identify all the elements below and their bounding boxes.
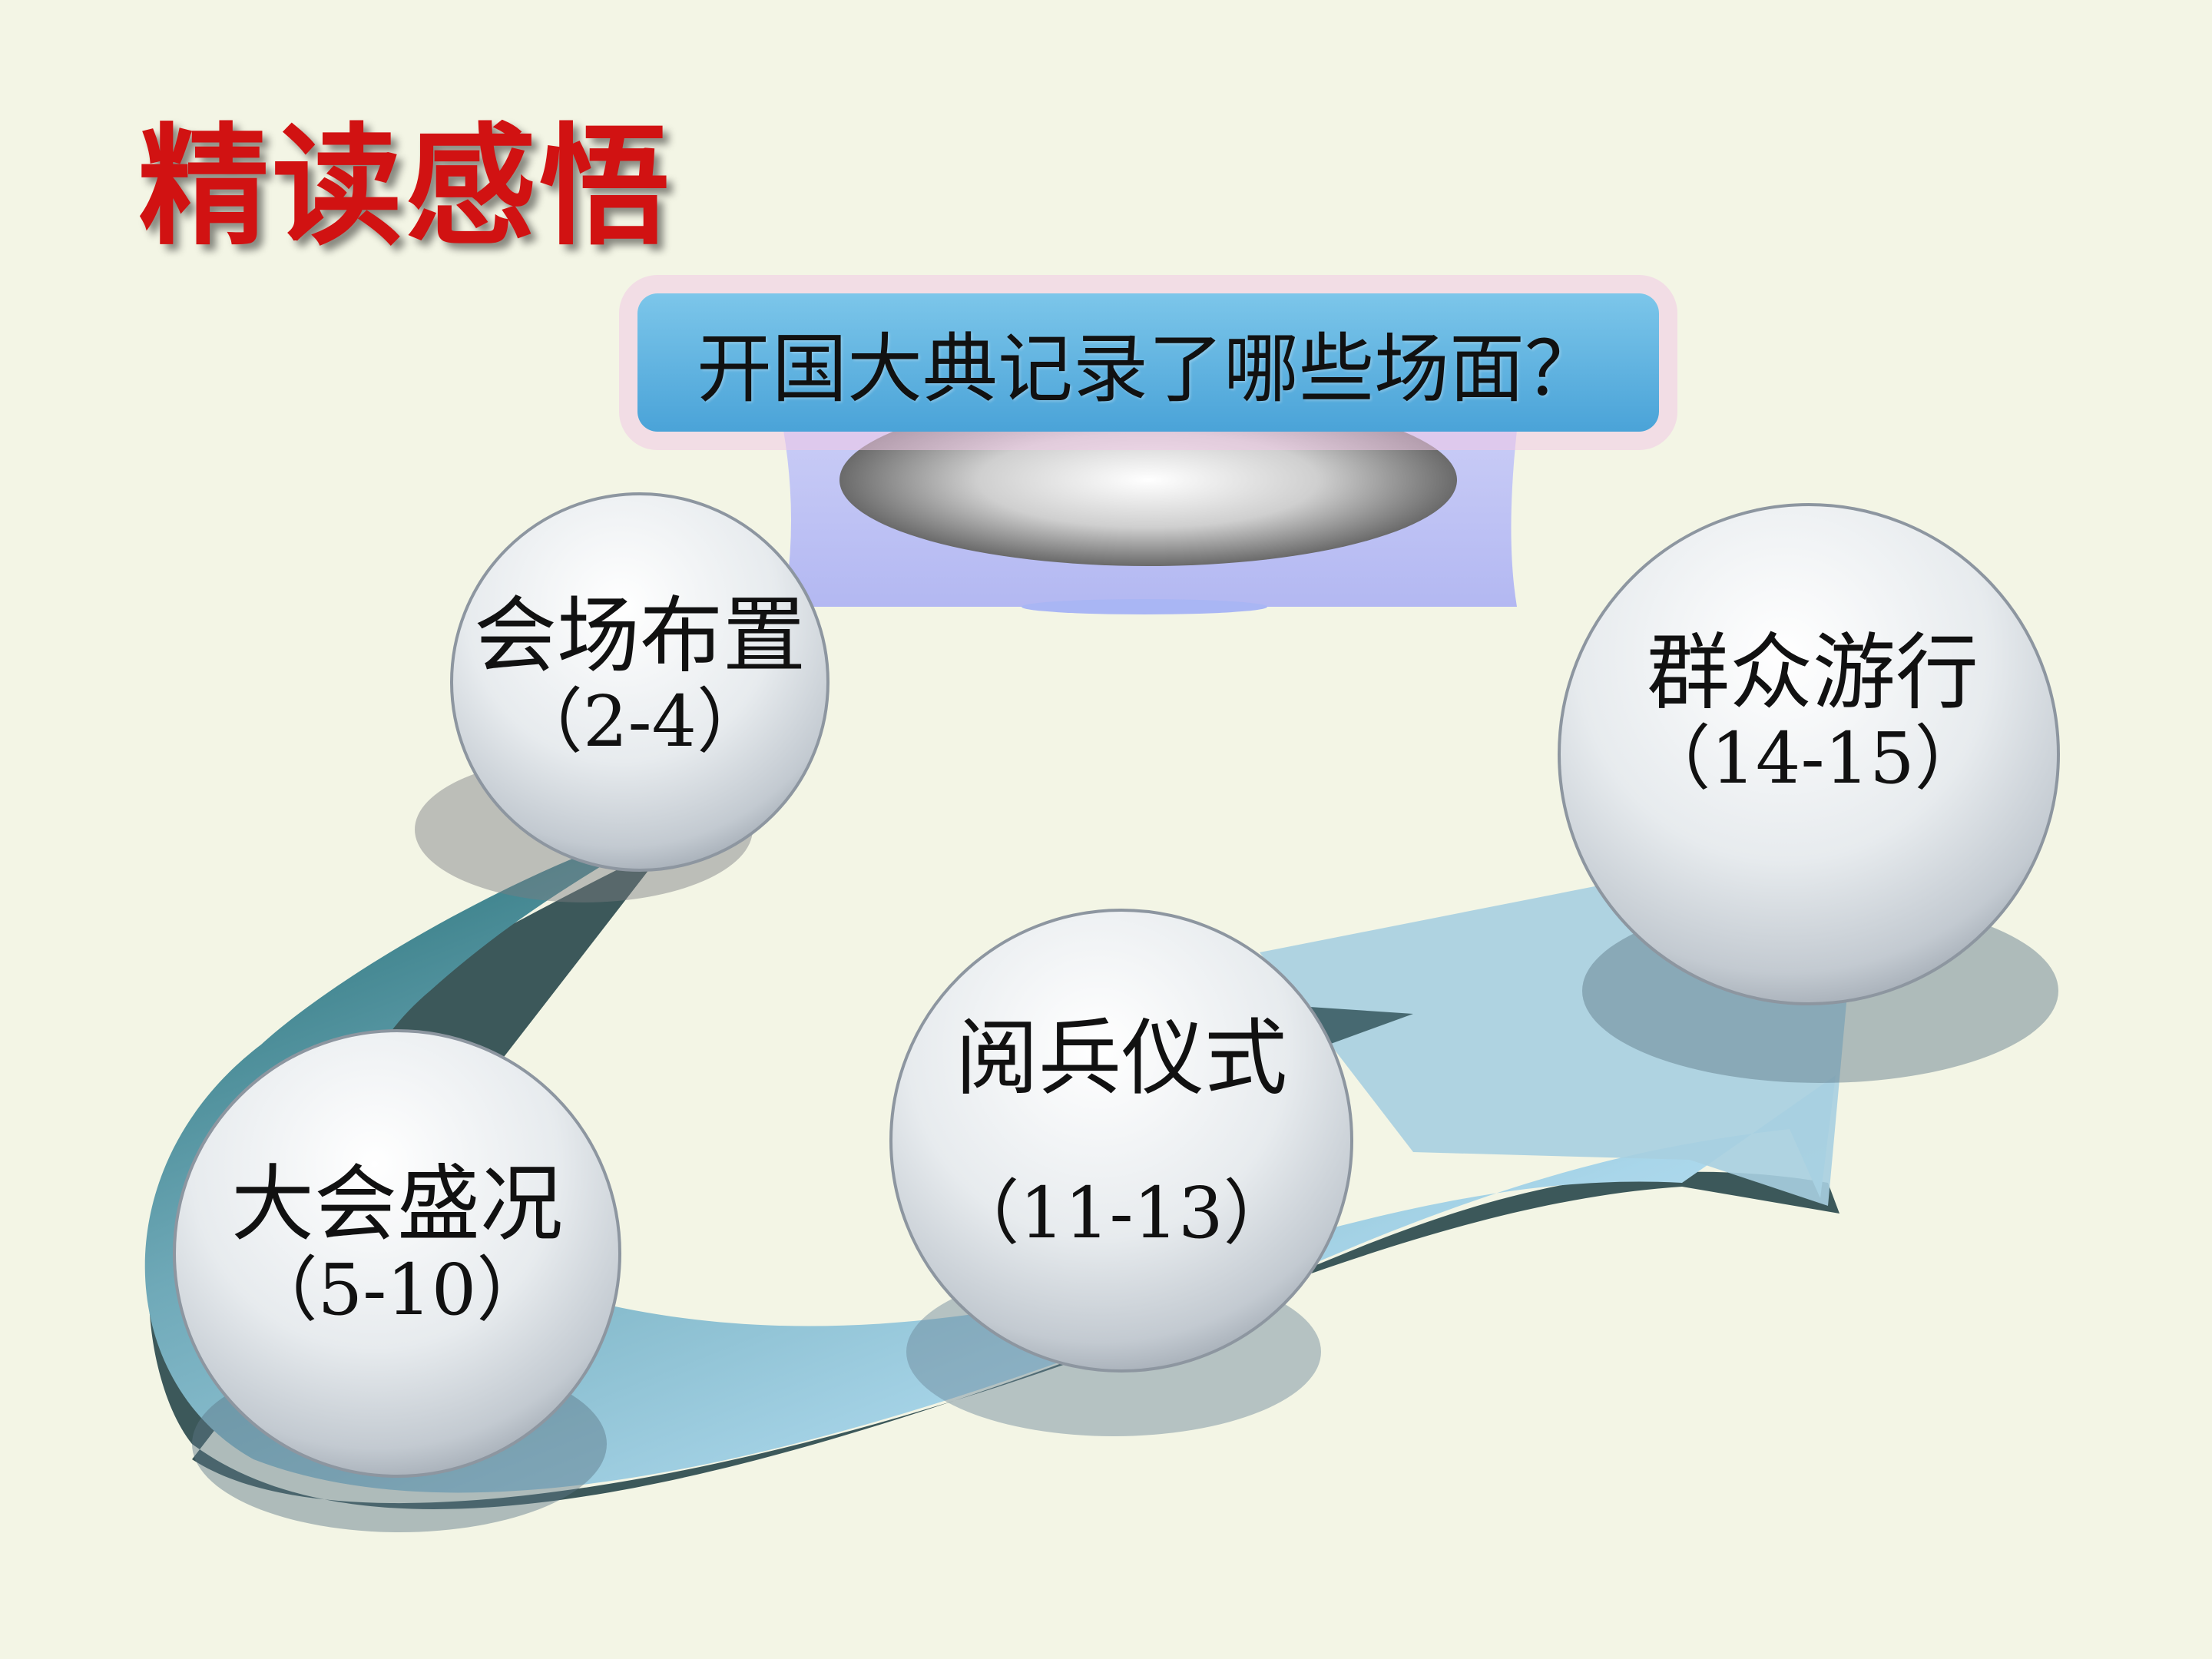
node-name: 群众游行: [1646, 625, 1979, 721]
question-text: 开国大典记录了哪些场面？: [696, 326, 1600, 413]
pedestal-base: [1022, 599, 1267, 614]
node-range: （11-13）: [949, 1171, 1294, 1254]
node-name: 大会盛况: [230, 1157, 563, 1253]
question-banner: 开国大典记录了哪些场面？: [637, 293, 1659, 432]
node-range: （14-15）: [1640, 717, 1985, 800]
node-range: （5-10）: [247, 1248, 548, 1331]
page-title: 精读感悟: [138, 110, 674, 263]
node-name: 会场布置: [473, 588, 806, 684]
sphere-3: [889, 909, 1353, 1373]
sphere-1: [450, 492, 830, 872]
sphere-4: [1558, 503, 2060, 1005]
node-range: （2-4）: [512, 680, 768, 763]
node-name: 阅兵仪式: [955, 1011, 1287, 1107]
node-label-4: 群众游行 （14-15）: [1598, 628, 2028, 797]
sphere-2: [173, 1029, 621, 1478]
node-label-1: 会场布置 （2-4）: [448, 591, 832, 760]
node-label-3: 阅兵仪式 （11-13）: [914, 1011, 1329, 1254]
node-label-2: 大会盛况 （5-10）: [205, 1157, 589, 1331]
spinning-disc: [839, 394, 1457, 566]
